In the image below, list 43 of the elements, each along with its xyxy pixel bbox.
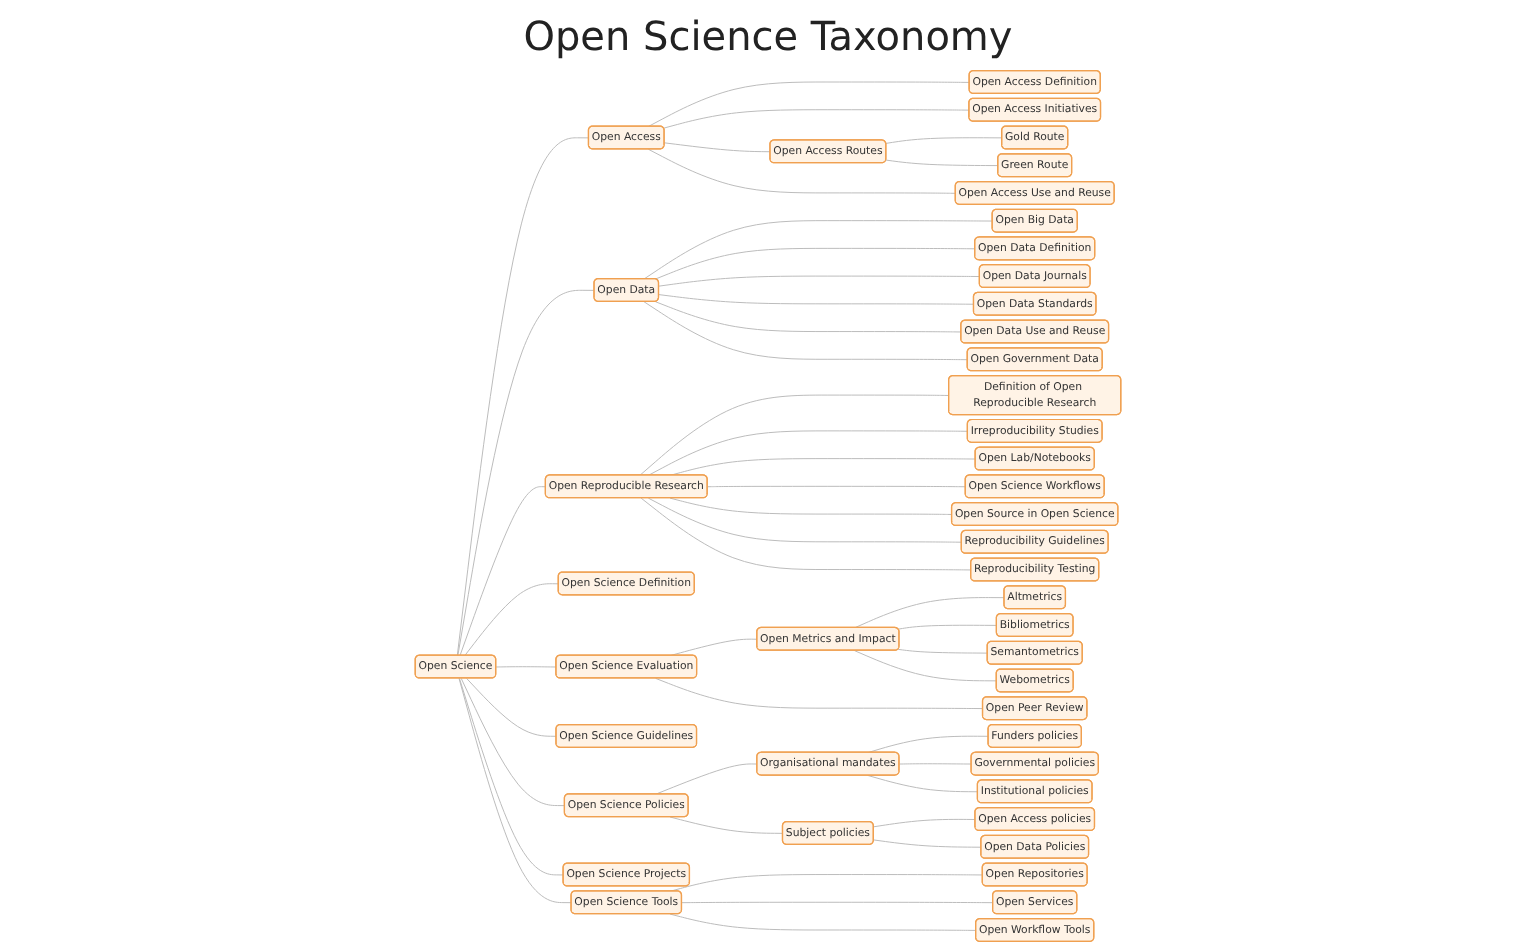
connector: [460, 677, 566, 807]
connector: [669, 497, 953, 515]
connector: [867, 774, 979, 793]
connector: [669, 913, 977, 931]
connector: [464, 583, 560, 657]
connector: [867, 735, 989, 754]
connector: [707, 485, 967, 488]
connector: [898, 763, 972, 765]
connector: [897, 624, 998, 630]
connector: [639, 394, 950, 476]
connector: [643, 301, 969, 361]
connector: [495, 666, 557, 668]
connector: [854, 650, 998, 682]
connector: [854, 597, 1005, 629]
connector: [658, 294, 975, 305]
connector: [458, 677, 564, 876]
connector: [640, 497, 972, 571]
connector: [873, 839, 982, 848]
connector: [655, 763, 758, 795]
connector: [873, 818, 976, 828]
connector: [654, 301, 962, 333]
connector: [458, 677, 572, 904]
connector: [647, 148, 957, 194]
connector: [681, 901, 994, 904]
connector: [885, 137, 1003, 144]
connector: [466, 677, 557, 737]
connector: [885, 159, 999, 167]
connector: [663, 109, 970, 129]
connector: [669, 816, 784, 834]
connector: [669, 638, 758, 657]
connector: [457, 289, 595, 657]
connector: [654, 247, 976, 280]
connector: [655, 677, 984, 710]
connector: [459, 486, 547, 657]
connector: [643, 220, 994, 280]
connector: [647, 81, 971, 127]
connector: [456, 137, 590, 657]
connector: [664, 142, 771, 153]
diagram-title: Open Science Taxonomy: [523, 12, 1013, 60]
connector: [658, 275, 981, 287]
connector: [647, 430, 969, 476]
connector: [647, 497, 963, 543]
connector: [897, 648, 989, 654]
